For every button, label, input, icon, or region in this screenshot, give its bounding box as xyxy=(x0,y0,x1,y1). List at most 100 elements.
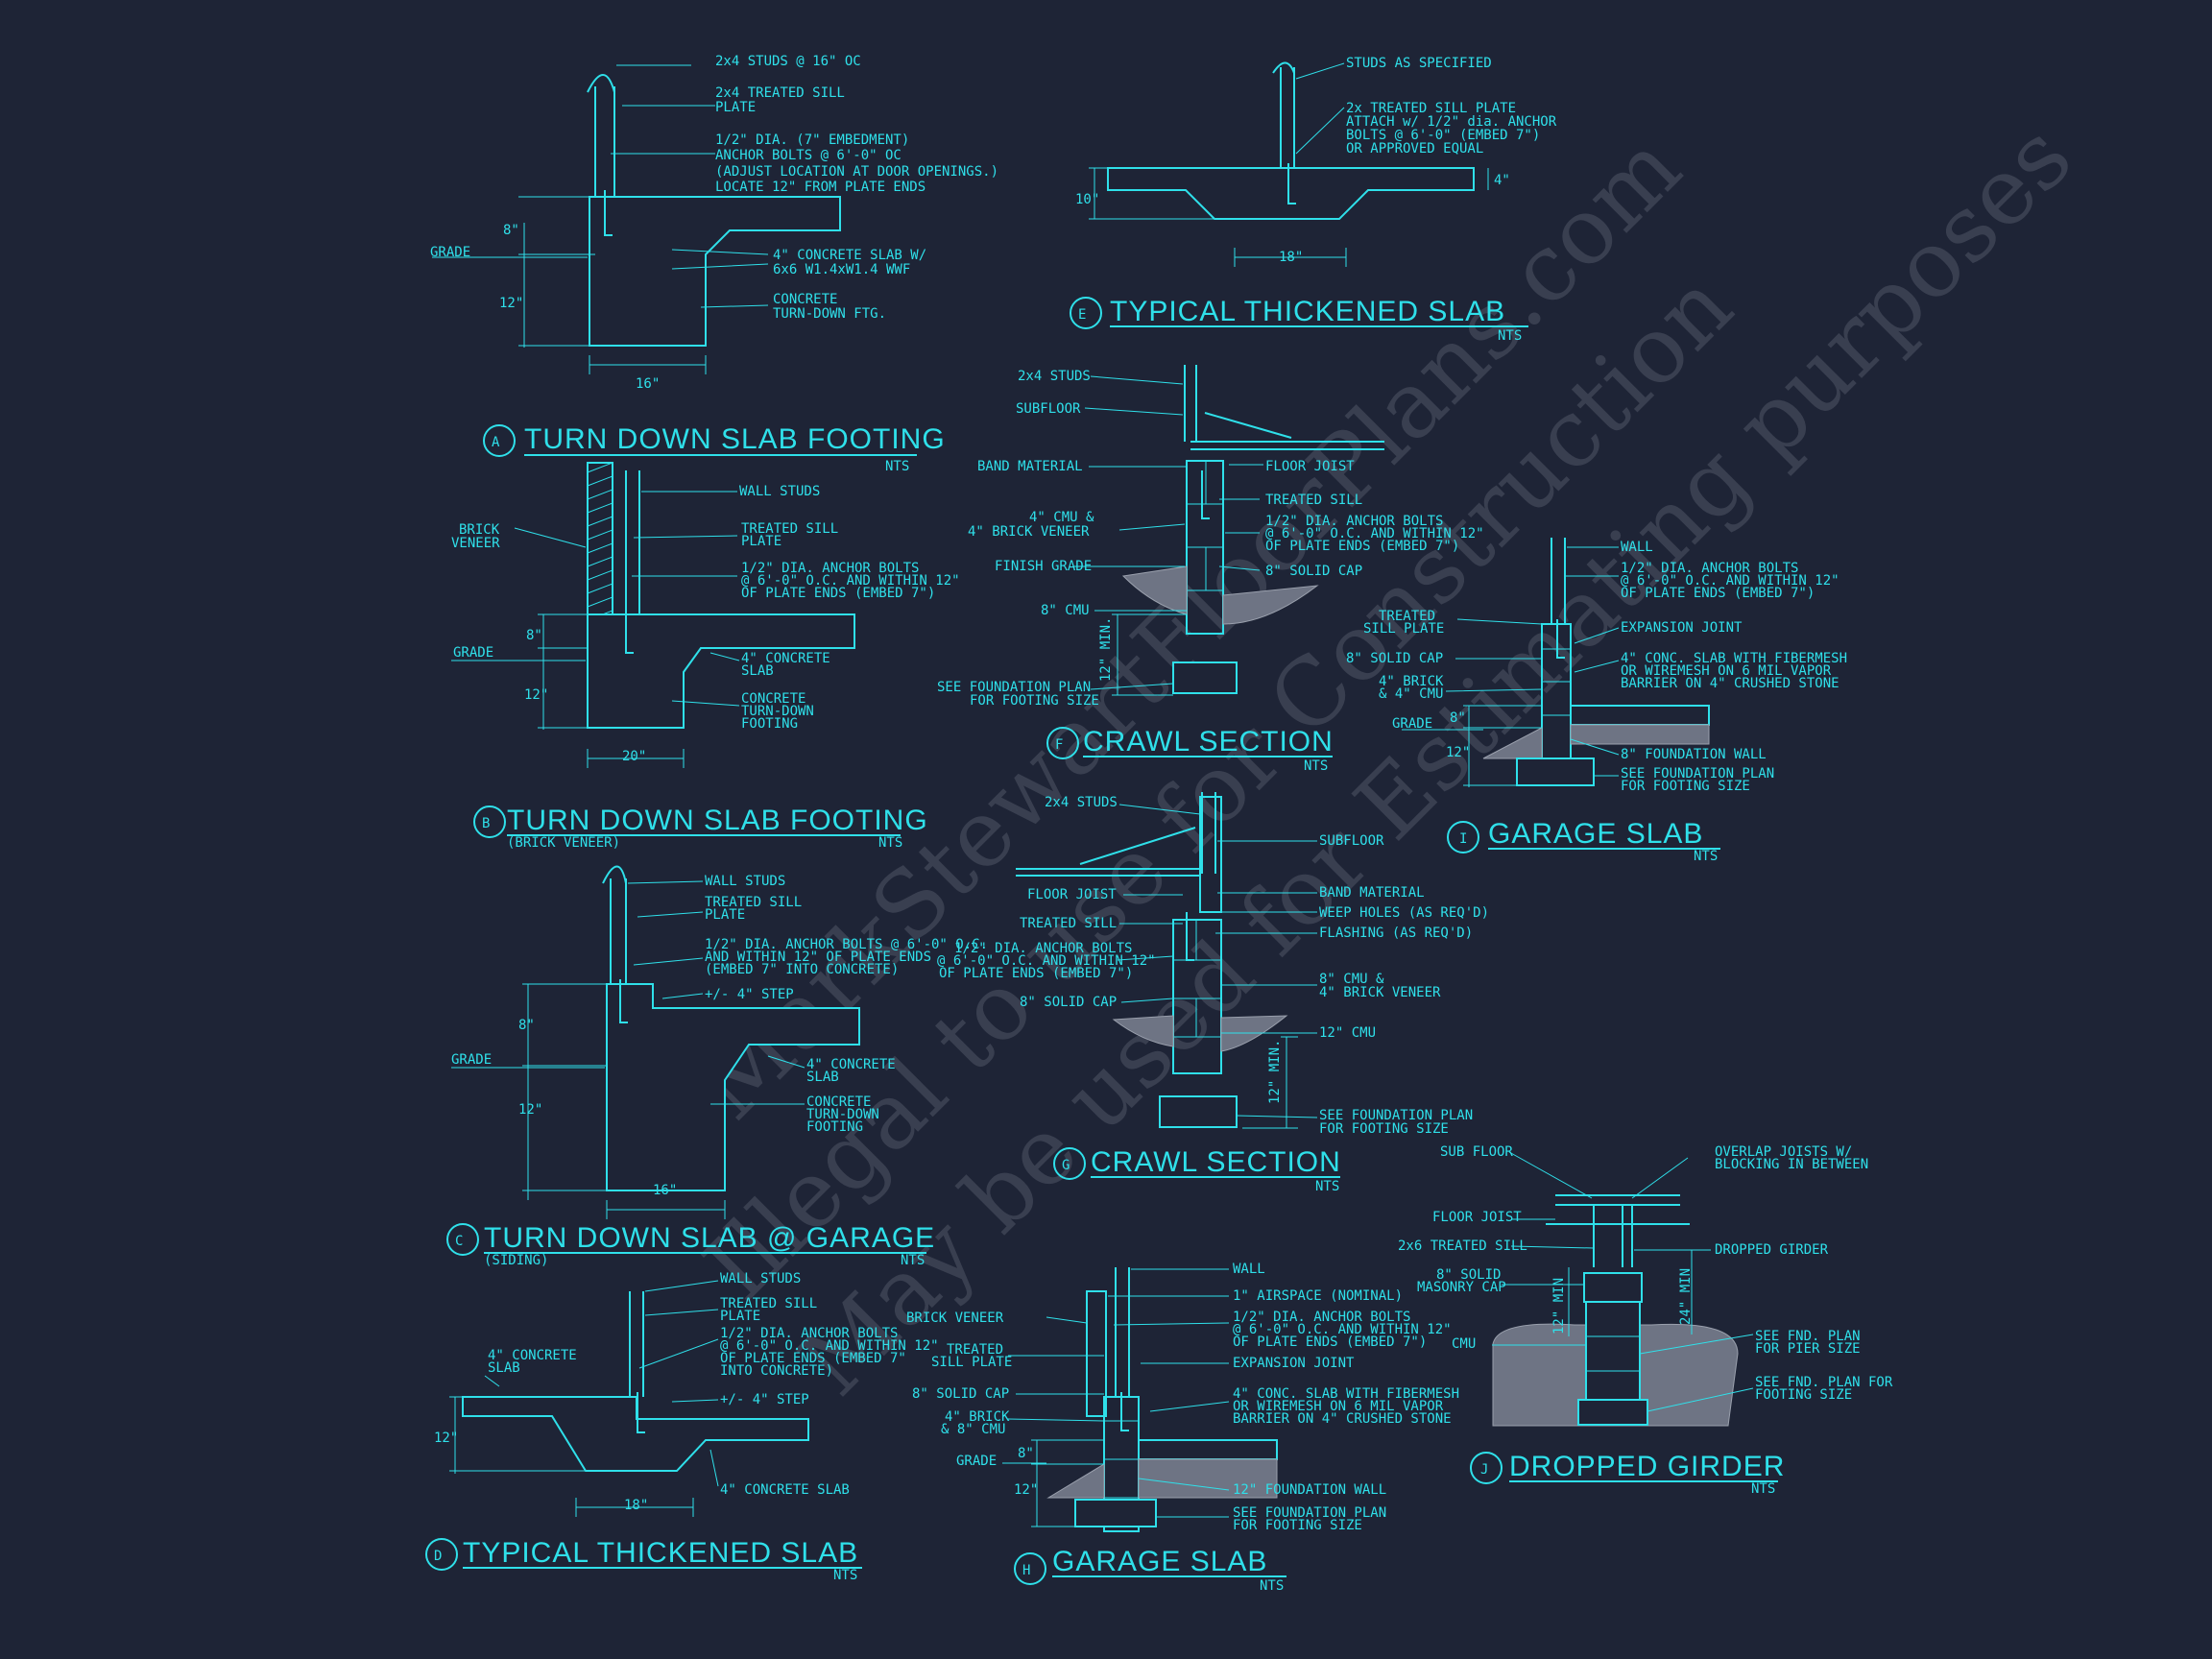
detail-h-anchor-bolt xyxy=(1120,1392,1129,1431)
detail-h-note-wall: 12" FOUNDATION WALL xyxy=(1233,1482,1386,1498)
detail-b-note-bolt-2: @ 6'-0" O.C. AND WITHIN 12" xyxy=(741,573,960,589)
detail-c-stud xyxy=(602,865,627,984)
detail-h-dims xyxy=(1031,1439,1104,1527)
detail-b-scale: NTS xyxy=(878,835,902,851)
detail-c-dim-16: 16" xyxy=(653,1183,677,1198)
detail-i-note-brick-2: & 4" CMU xyxy=(1379,686,1443,702)
detail-b-dim-12: 12" xyxy=(524,687,548,703)
detail-i-note-grade: GRADE xyxy=(1392,716,1432,732)
detail-d-stud xyxy=(629,1291,644,1397)
detail-i-note-bolt-2: @ 6'-0" O.C. AND WITHIN 12" xyxy=(1621,573,1839,589)
detail-b-grade: GRADE xyxy=(453,645,493,661)
detail-j-note-overlap-1: OVERLAP JOISTS W/ xyxy=(1715,1144,1852,1160)
detail-i: WALL 1/2" DIA. ANCHOR BOLTS @ 6'-0" O.C.… xyxy=(1346,538,1847,864)
detail-f-note-8cmu: 8" CMU xyxy=(1041,603,1090,618)
detail-c-tag xyxy=(446,1223,479,1256)
detail-a-note-bolt-3: (ADJUST LOCATION AT DOOR OPENINGS.) xyxy=(715,164,998,180)
detail-h-note-brick: BRICK VENEER xyxy=(906,1310,1004,1326)
detail-b-note-bolt-3: OF PLATE ENDS (EMBED 7") xyxy=(741,586,935,601)
detail-e-tag xyxy=(1070,297,1102,329)
detail-c-note-ftg-1: CONCRETE xyxy=(806,1094,871,1110)
detail-g-note-cmu-2: 4" BRICK VENEER xyxy=(1319,985,1441,1000)
detail-b-dims xyxy=(451,613,685,768)
detail-d-letter: D xyxy=(434,1549,442,1564)
detail-j-note-cmu: CMU xyxy=(1452,1336,1476,1352)
detail-j-letter: J xyxy=(1480,1462,1488,1478)
detail-a-scale: NTS xyxy=(885,459,909,474)
detail-i-anchor-bolt xyxy=(1556,619,1565,659)
detail-f-title: CRAWL SECTION xyxy=(1083,726,1334,757)
detail-g-note-band: BAND MATERIAL xyxy=(1319,885,1425,901)
detail-f-note-cap: 8" SOLID CAP xyxy=(1265,564,1362,579)
detail-f-dim-min: 12" MIN. xyxy=(1098,617,1114,682)
detail-a-note-ftg-2: TURN-DOWN FTG. xyxy=(773,306,886,322)
detail-h-grade-soil xyxy=(1046,1458,1278,1499)
detail-h-stud xyxy=(1115,1267,1130,1397)
detail-d-tag xyxy=(425,1538,458,1571)
detail-f-note-fnd-1: SEE FOUNDATION PLAN xyxy=(937,680,1091,695)
detail-h-note-cap: 8" SOLID CAP xyxy=(912,1386,1009,1402)
detail-h-note-brick-2: & 8" CMU xyxy=(941,1422,1005,1437)
detail-d-note-bolt-2: @ 6'-0" O.C. AND WITHIN 12" xyxy=(720,1338,939,1354)
detail-i-note-sill-1: TREATED xyxy=(1379,609,1435,624)
detail-h-note-slab-2: OR WIREMESH ON 6 MIL VAPOR xyxy=(1233,1399,1444,1414)
detail-d-dim-12: 12" xyxy=(434,1431,458,1446)
detail-a-dim-12: 12" xyxy=(499,296,523,311)
detail-c-subtitle: (SIDING) xyxy=(484,1253,548,1268)
detail-e-dim-4: 4" xyxy=(1494,173,1510,188)
detail-h-note-wall: WALL xyxy=(1233,1262,1265,1277)
detail-a-dim-16: 16" xyxy=(636,376,660,392)
detail-a-title: TURN DOWN SLAB FOOTING xyxy=(524,423,946,455)
detail-j-note-ftg-1: SEE FND. PLAN FOR xyxy=(1755,1375,1893,1390)
detail-g-note-joist: FLOOR JOIST xyxy=(1027,887,1117,902)
detail-j-dims xyxy=(1568,1250,1693,1336)
detail-b-note-sill: TREATED SILL xyxy=(741,521,838,537)
detail-b-letter: B xyxy=(482,816,490,831)
detail-b-tag xyxy=(473,805,506,838)
detail-g-title: CRAWL SECTION xyxy=(1091,1146,1341,1178)
detail-g-footing xyxy=(1159,1095,1238,1128)
detail-g: 2x4 STUDS SUBFLOOR FLOOR JOIST BAND MATE… xyxy=(937,792,1489,1194)
detail-b-note-ftg-2: TURN-DOWN xyxy=(741,704,814,719)
detail-c-note-sill: TREATED SILL xyxy=(705,895,802,910)
detail-e-note-sill-2: ATTACH w/ 1/2" dia. ANCHOR xyxy=(1346,114,1557,130)
detail-h-note-grade: GRADE xyxy=(956,1454,997,1469)
detail-e-note-sill-1: 2x TREATED SILL PLATE xyxy=(1346,101,1516,116)
detail-i-note-slab-2: OR WIREMESH ON 6 MIL VAPOR xyxy=(1621,663,1832,679)
detail-a-note-bolt-2: ANCHOR BOLTS @ 6'-0" OC xyxy=(715,148,902,163)
detail-f-anchor-bolt xyxy=(1201,470,1210,519)
detail-c-note-plate: PLATE xyxy=(705,907,745,923)
detail-b-concrete xyxy=(587,613,855,729)
detail-h-dim-12: 12" xyxy=(1014,1482,1038,1498)
detail-b-note-slab-2: SLAB xyxy=(741,663,774,679)
detail-c-note-slab-2: SLAB xyxy=(806,1070,839,1085)
detail-h-letter: H xyxy=(1022,1563,1030,1578)
detail-d-note-slab-2: SLAB xyxy=(488,1360,520,1376)
detail-a-dims xyxy=(432,196,707,374)
detail-a-note-slab-1: 4" CONCRETE SLAB W/ xyxy=(773,248,926,263)
detail-b-note-slab-1: 4" CONCRETE xyxy=(741,651,830,666)
detail-f-note-studs: 2x4 STUDS xyxy=(1018,369,1091,384)
detail-a-leaders xyxy=(611,64,769,308)
detail-b-note-brick-2: VENEER xyxy=(451,536,500,551)
detail-f-note-grade: FINISH GRADE xyxy=(995,559,1092,574)
detail-j-note-cap-1: 8" SOLID xyxy=(1436,1267,1501,1283)
detail-f-note-sill: TREATED SILL xyxy=(1265,493,1362,508)
detail-e-dim-10: 10" xyxy=(1075,192,1099,207)
detail-f-note-subfloor: SUBFLOOR xyxy=(1016,401,1081,417)
detail-a-dim-8: 8" xyxy=(503,223,519,238)
detail-a: 2x4 STUDS @ 16" OC 2x4 TREATED SILL PLAT… xyxy=(430,54,998,474)
detail-i-tag xyxy=(1447,821,1479,854)
detail-b-subtitle: (BRICK VENEER) xyxy=(507,835,620,851)
detail-j-scale: NTS xyxy=(1751,1481,1775,1497)
detail-e-leaders xyxy=(1295,62,1345,155)
detail-a-letter: A xyxy=(492,435,500,450)
detail-g-note-weep: WEEP HOLES (AS REQ'D) xyxy=(1319,905,1489,921)
detail-c-concrete xyxy=(606,983,860,1191)
detail-f-note-bolt-3: OF PLATE ENDS (EMBED 7") xyxy=(1265,539,1459,554)
detail-d-note-studs: WALL STUDS xyxy=(720,1271,801,1286)
detail-g-note-fnd-1: SEE FOUNDATION PLAN xyxy=(1319,1108,1473,1123)
detail-g-note-bolt-3: OF PLATE ENDS (EMBED 7") xyxy=(939,966,1133,981)
detail-c-title: TURN DOWN SLAB @ GARAGE xyxy=(484,1222,935,1254)
detail-a-note-bolt-1: 1/2" DIA. (7" EMBEDMENT) xyxy=(715,132,909,148)
